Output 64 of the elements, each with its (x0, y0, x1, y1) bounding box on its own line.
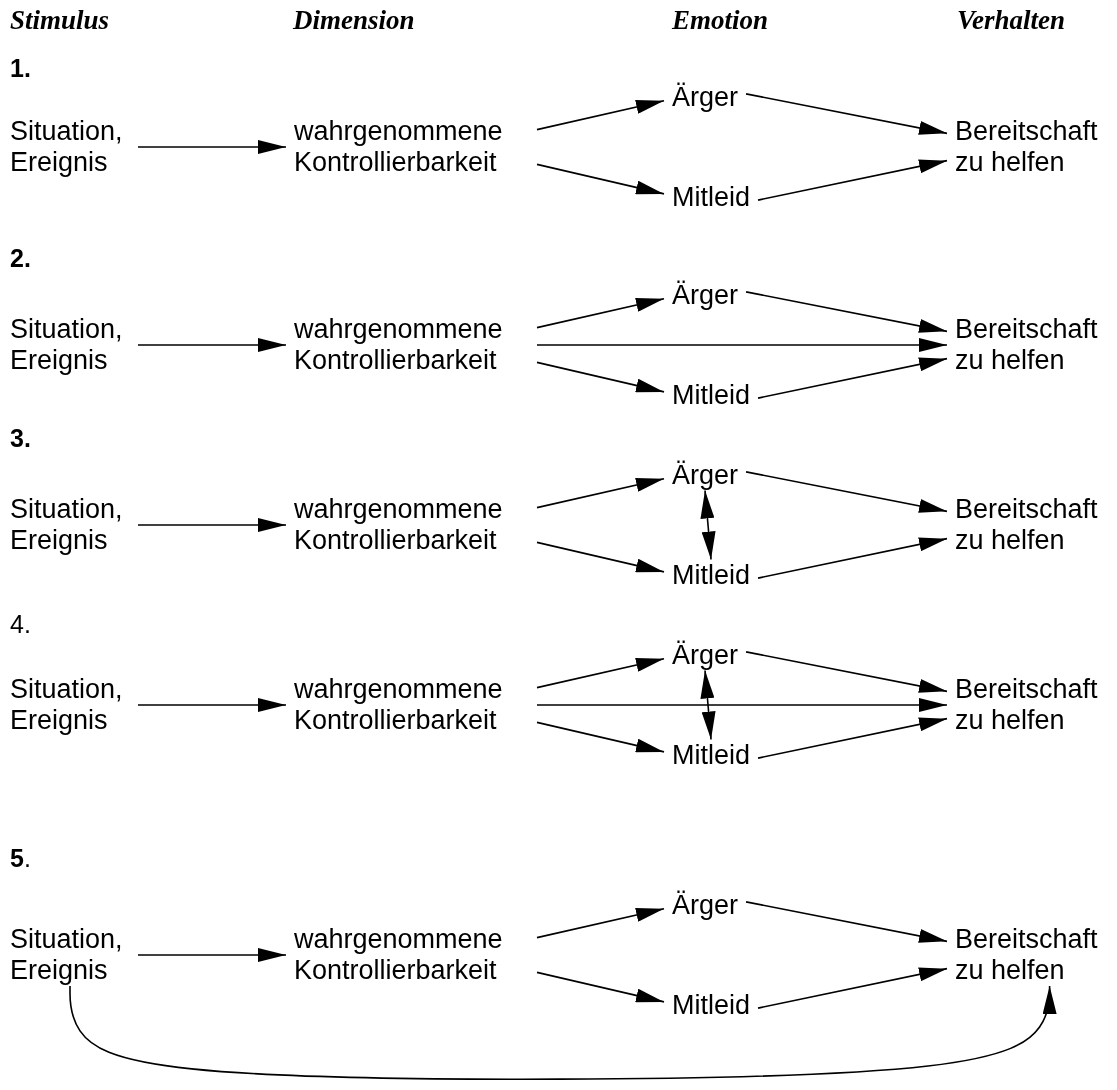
emotion-text: Mitleid (664, 989, 759, 1021)
stimulus-text: Situation, Ereignis (2, 314, 138, 376)
emotion-text: Ärger (664, 459, 747, 491)
arrow (536, 361, 665, 393)
arrow (137, 338, 287, 352)
arrow (757, 967, 948, 1009)
double-headed-arrow (700, 669, 716, 741)
arrow (757, 357, 948, 399)
arrow (757, 537, 948, 579)
arrow (536, 657, 665, 689)
panel-number: 2. (10, 243, 31, 273)
emotion-text: Ärger (664, 889, 747, 921)
emotion-text: Ärger (664, 639, 747, 671)
emotion-text: Mitleid (664, 181, 759, 213)
column-heading: Stimulus (10, 5, 110, 35)
arrow (536, 477, 665, 509)
arrow (757, 717, 948, 759)
arrow (137, 698, 287, 712)
behavior-text: Bereitschaft zu helfen (947, 314, 1117, 376)
dimension-text: wahrgenommene Kontrollierbarkeit (286, 924, 537, 986)
dimension-text: wahrgenommene Kontrollierbarkeit (286, 494, 537, 556)
emotion-text: Mitleid (664, 379, 759, 411)
behavior-text: Bereitschaft zu helfen (947, 494, 1117, 556)
panel-number: 3. (10, 423, 31, 453)
behavior-text: Bereitschaft zu helfen (947, 924, 1117, 986)
arrow (536, 99, 665, 131)
stimulus-text: Situation, Ereignis (2, 924, 138, 986)
arrow (536, 698, 948, 712)
arrow (536, 338, 948, 352)
arrow (137, 518, 287, 532)
behavior-text: Bereitschaft zu helfen (947, 674, 1117, 736)
arrow (745, 651, 948, 693)
arrow (536, 163, 665, 195)
arrow (137, 140, 287, 154)
arrow (745, 291, 948, 333)
column-heading: Emotion (672, 5, 769, 35)
panel-number: 1. (10, 53, 31, 83)
arrow (536, 971, 665, 1003)
emotion-text: Mitleid (664, 559, 759, 591)
stimulus-text: Situation, Ereignis (2, 494, 138, 556)
arrow (745, 901, 948, 943)
column-heading: Dimension (293, 5, 415, 35)
arrow (536, 721, 665, 753)
column-heading: Verhalten (957, 5, 1066, 35)
arrow (536, 297, 665, 329)
panel-number: 4. (10, 609, 31, 639)
arrow (536, 907, 665, 939)
emotion-text: Mitleid (664, 739, 759, 771)
arrow (757, 159, 948, 201)
arrow (745, 471, 948, 513)
emotion-text: Ärger (664, 279, 747, 311)
panel-number: 5. (10, 843, 31, 873)
arrow (536, 541, 665, 573)
behavior-text: Bereitschaft zu helfen (947, 116, 1117, 178)
dimension-text: wahrgenommene Kontrollierbarkeit (286, 314, 537, 376)
emotion-text: Ärger (664, 81, 747, 113)
dimension-text: wahrgenommene Kontrollierbarkeit (286, 116, 537, 178)
arrow (137, 948, 287, 962)
arrow (745, 93, 948, 135)
curved-arrow (69, 985, 1057, 1081)
stimulus-text: Situation, Ereignis (2, 116, 138, 178)
dimension-text: wahrgenommene Kontrollierbarkeit (286, 674, 537, 736)
double-headed-arrow (700, 489, 716, 561)
stimulus-text: Situation, Ereignis (2, 674, 138, 736)
